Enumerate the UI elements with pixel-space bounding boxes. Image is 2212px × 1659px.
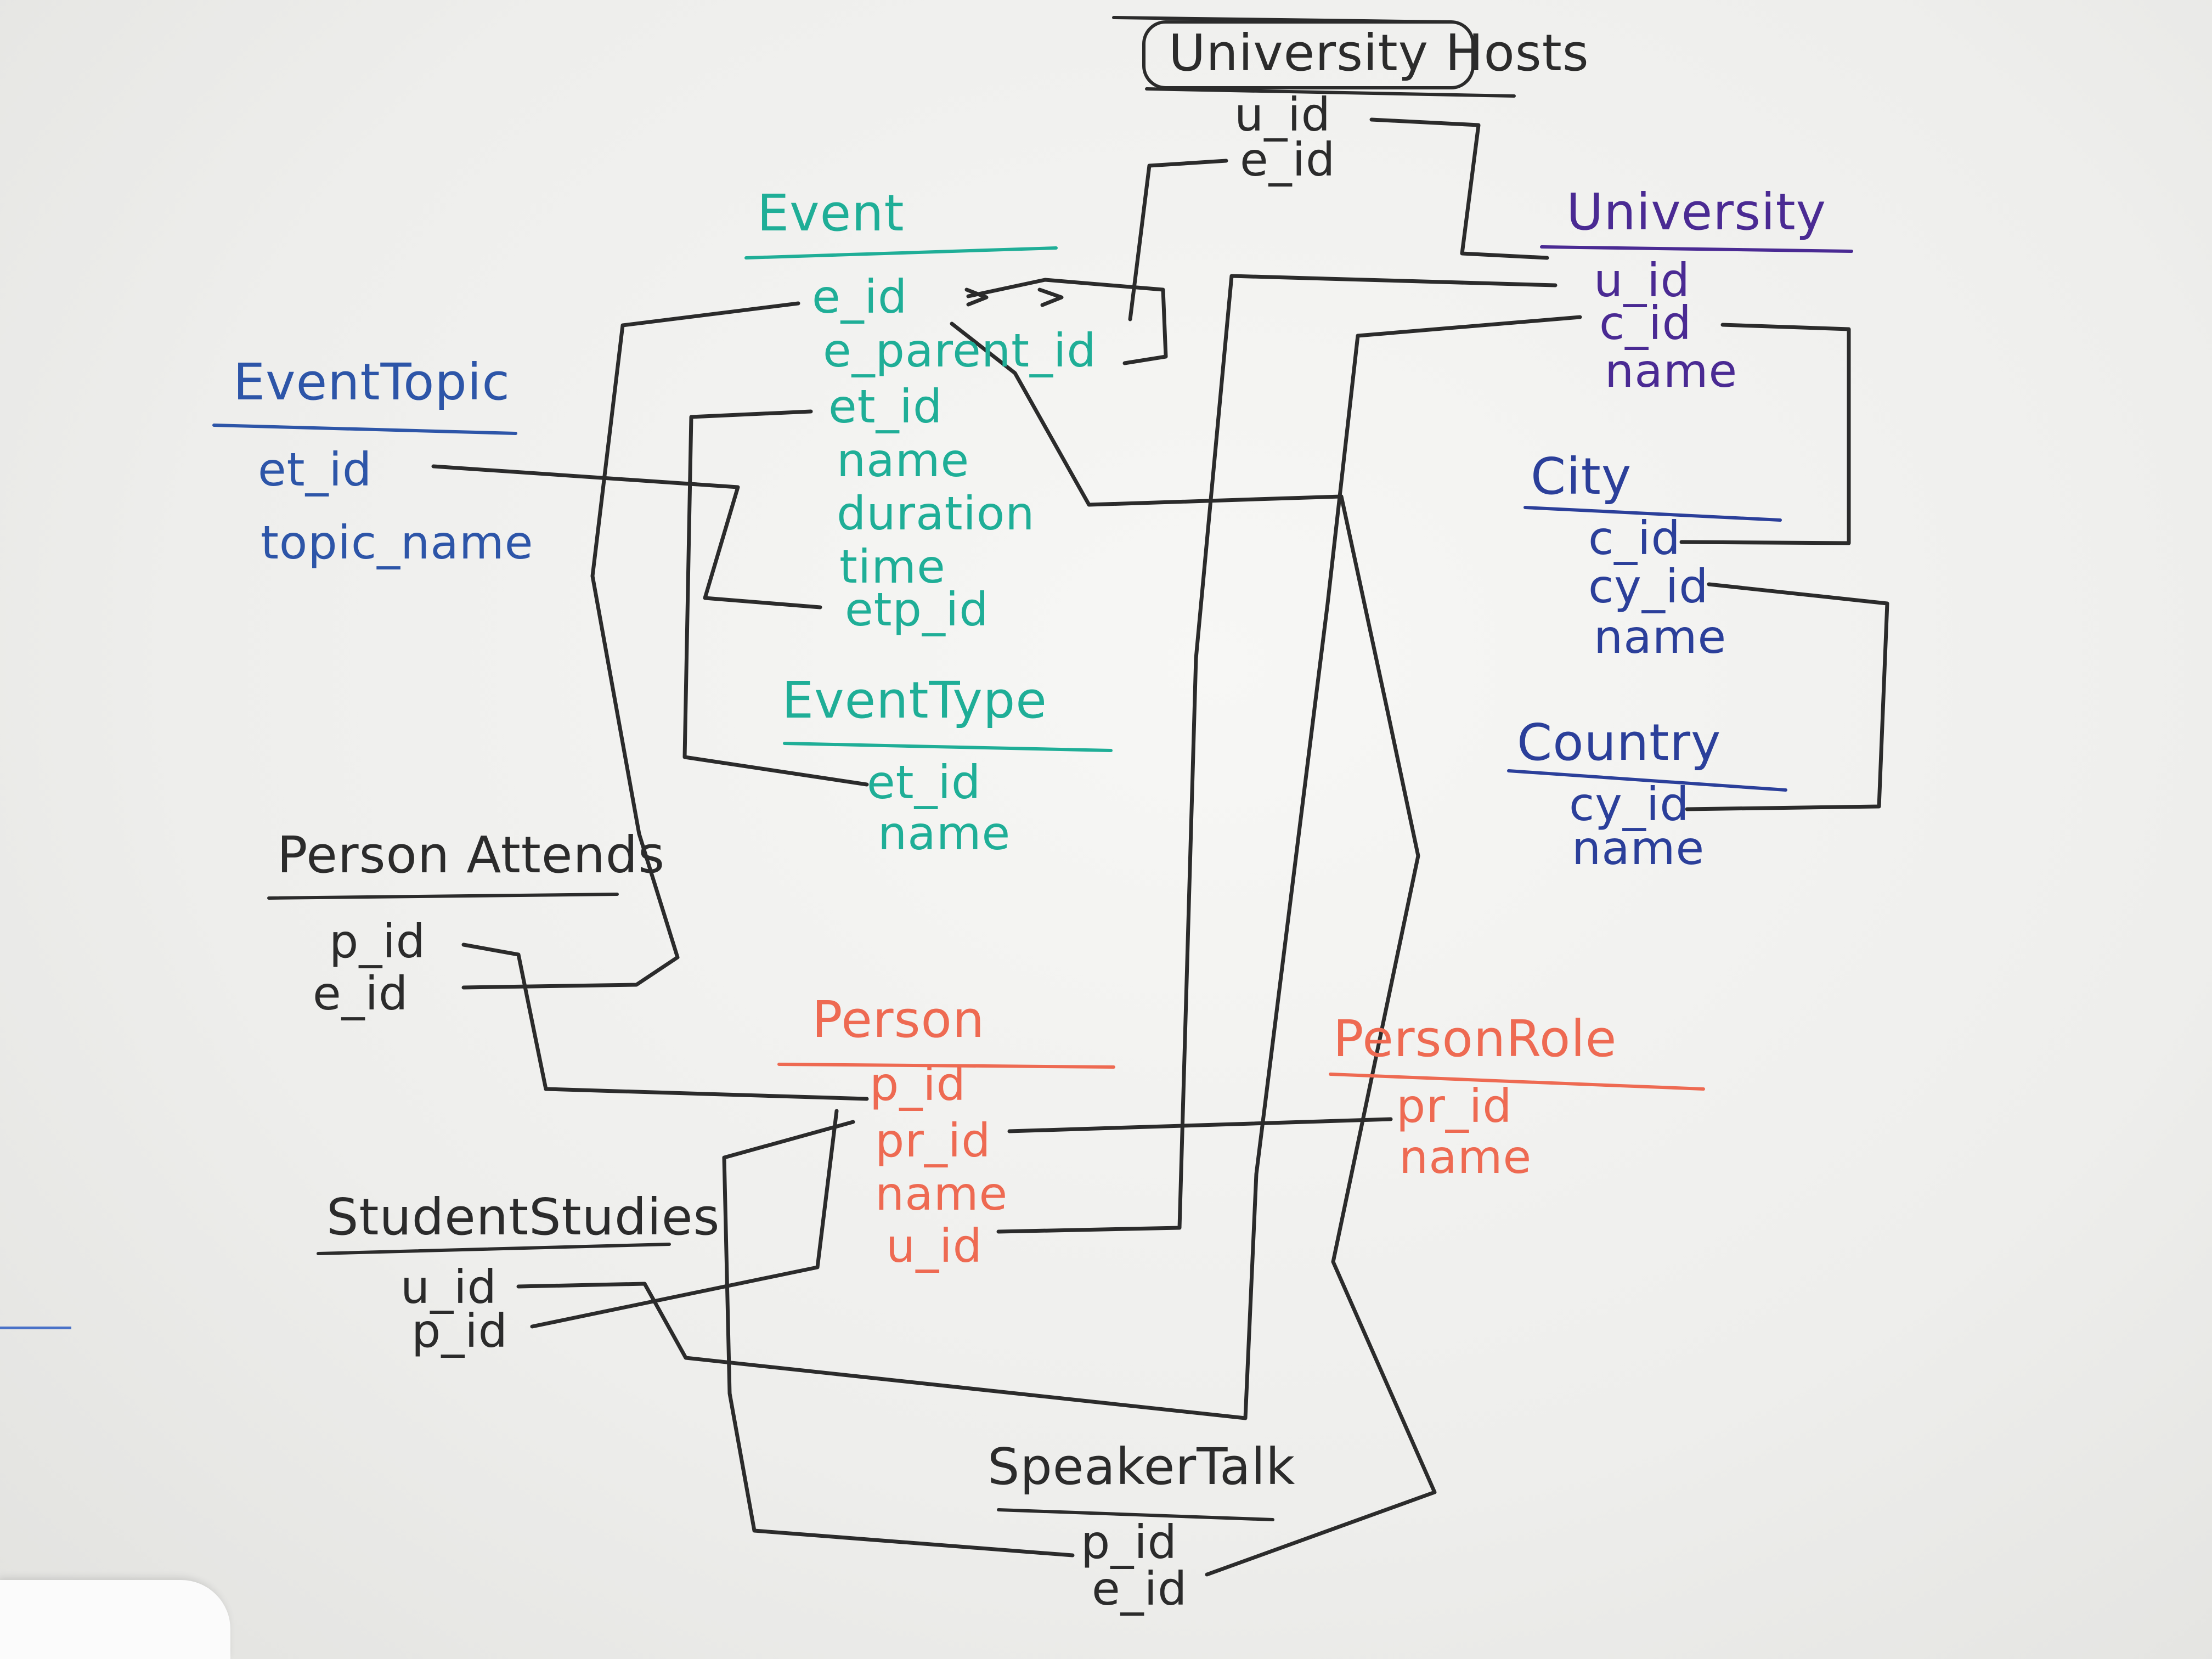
foreground-object [0, 1580, 230, 1659]
speaker-talk-attr-eid: e_id [1092, 1562, 1187, 1616]
event-attr-etpid: etp_id [845, 583, 989, 636]
person-role-underline [1329, 1073, 1705, 1091]
university-hosts-frame [1142, 20, 1475, 89]
person-underline [777, 1063, 1115, 1069]
link-hosts-uid-university-uid [1369, 117, 1549, 260]
person-attr-uid: u_id [886, 1219, 983, 1273]
person-attr-prid: pr_id [875, 1114, 991, 1167]
link-eventtopic-event-etp [431, 464, 822, 610]
student-studies-underline [317, 1243, 671, 1255]
speaker-talk-title: SpeakerTalk [988, 1437, 1295, 1496]
person-role-attr-name: name [1399, 1130, 1532, 1184]
person-attends-attr-pid: p_id [329, 915, 426, 968]
link-event-etid-eventtype [682, 409, 869, 787]
university-hosts-title: University Hosts [1169, 24, 1589, 82]
event-attr-eparentid: e_parent_id [823, 324, 1097, 377]
event-underline [744, 246, 1058, 259]
entity-event: Event e_id e_parent_id et_id name durati… [744, 184, 1097, 636]
university-hosts-underline [1145, 87, 1516, 98]
university-hosts-attr-eid: e_id [1240, 133, 1335, 187]
link-person-attends-pid-person-pid [461, 943, 869, 1101]
event-type-title: EventType [782, 671, 1047, 730]
entity-country: Country cy_id name [1507, 713, 1787, 875]
person-attr-pid: p_id [870, 1057, 966, 1111]
link-city-cyid-country-cyid [1685, 582, 1889, 811]
city-attr-cid: c_id [1588, 511, 1681, 565]
university-attr-cid: c_id [1599, 296, 1692, 350]
country-title: Country [1517, 713, 1721, 772]
link-event-speaker-talk [950, 321, 1437, 1577]
university-attr-name: name [1605, 344, 1737, 398]
event-attr-name: name [837, 433, 969, 487]
person-attends-title: Person Attends [277, 826, 665, 884]
university-hosts-overline [1112, 16, 1450, 24]
event-topic-title: EventTopic [233, 353, 510, 411]
arrow-event-eid-1 [964, 287, 989, 307]
link-event-self-reference [966, 278, 1168, 365]
student-studies-title: StudentStudies [326, 1188, 720, 1246]
country-attr-cyid: cy_id [1569, 777, 1690, 831]
speaker-talk-underline [997, 1508, 1274, 1521]
person-attr-name: name [875, 1167, 1008, 1221]
person-attends-underline [267, 893, 619, 900]
event-topic-underline [212, 424, 517, 435]
entity-person-attends: Person Attends p_id e_id [267, 826, 665, 1020]
student-studies-attr-uid: u_id [400, 1260, 497, 1314]
entity-university: University u_id c_id name [1540, 183, 1853, 398]
university-title: University [1566, 183, 1826, 241]
entity-person: Person p_id pr_id name u_id [777, 990, 1115, 1273]
speaker-talk-attr-pid: p_id [1081, 1515, 1177, 1569]
university-underline [1540, 245, 1853, 253]
country-underline [1507, 769, 1787, 792]
event-attr-etid: et_id [828, 380, 943, 433]
entity-speaker-talk: SpeakerTalk p_id e_id [988, 1437, 1295, 1616]
entity-city: City c_id cy_id name [1523, 447, 1782, 664]
event-attr-duration: duration [837, 487, 1035, 540]
city-underline [1523, 506, 1782, 522]
city-title: City [1531, 447, 1632, 506]
link-university-uid-person-uid [996, 274, 1558, 1234]
entity-person-role: PersonRole pr_id name [1329, 1009, 1705, 1184]
link-university-uid-student-studies [516, 315, 1582, 1420]
link-event-eid-person-attends [461, 301, 800, 990]
event-topic-attr-etid: et_id [258, 443, 372, 496]
city-attr-cyid: cy_id [1588, 560, 1709, 613]
city-attr-name: name [1594, 610, 1726, 664]
board-edge-mark [0, 1327, 71, 1329]
link-person-pid-student-studies [530, 1109, 839, 1329]
link-university-cid-city-cid [1679, 323, 1851, 545]
person-title: Person [812, 990, 985, 1049]
university-attr-uid: u_id [1594, 253, 1690, 307]
entity-university-hosts: University Hosts u_id e_id [1112, 16, 1589, 187]
entity-event-topic: EventTopic et_id topic_name [212, 353, 533, 569]
event-type-underline [783, 742, 1113, 752]
link-person-prid-personrole-prid [1007, 1117, 1393, 1133]
entity-student-studies: StudentStudies u_id p_id [317, 1188, 720, 1358]
entity-event-type: EventType et_id name [782, 671, 1113, 860]
relationship-lines [431, 117, 1889, 1577]
person-role-title: PersonRole [1333, 1009, 1617, 1068]
event-attr-time: time [839, 540, 946, 594]
link-person-pid-speaker-talk [722, 1120, 1075, 1558]
event-type-attr-etid: et_id [867, 755, 981, 809]
person-role-attr-prid: pr_id [1396, 1079, 1513, 1133]
university-hosts-attr-uid: u_id [1234, 88, 1331, 142]
event-title: Event [757, 184, 905, 242]
arrow-event-eid-2 [1037, 287, 1064, 307]
link-hosts-eid-event-eparent [1128, 159, 1228, 321]
country-attr-name: name [1572, 821, 1705, 875]
event-attr-eid: e_id [812, 270, 907, 324]
event-topic-attr-topicname: topic_name [261, 516, 533, 569]
person-attends-attr-eid: e_id [313, 967, 408, 1020]
event-type-attr-name: name [878, 806, 1011, 860]
student-studies-attr-pid: p_id [411, 1304, 508, 1358]
